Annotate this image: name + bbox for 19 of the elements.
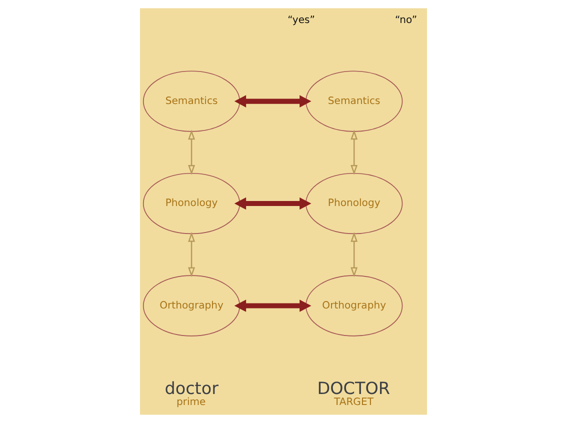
arrow — [234, 95, 311, 108]
node-ellipse: Phonology — [305, 172, 402, 234]
label: “yes” — [287, 15, 315, 26]
arrow — [188, 130, 195, 176]
arrow — [350, 130, 358, 176]
node-label: prime — [176, 397, 206, 408]
node-label: DOCTOR — [316, 378, 390, 398]
node-label: TARGET — [333, 397, 373, 408]
node-ellipse: Orthography — [142, 275, 240, 336]
label: “no” — [394, 15, 417, 26]
node-label: doctor — [164, 378, 218, 398]
arrow — [234, 300, 311, 312]
node-ellipse: Semantics — [305, 70, 402, 132]
arrow — [234, 197, 311, 210]
arrow — [188, 232, 195, 278]
node-ellipse: Phonology — [142, 172, 240, 234]
node-ellipse: Semantics — [142, 70, 240, 132]
node-ellipse: Orthography — [305, 275, 402, 336]
arrow — [350, 232, 358, 278]
